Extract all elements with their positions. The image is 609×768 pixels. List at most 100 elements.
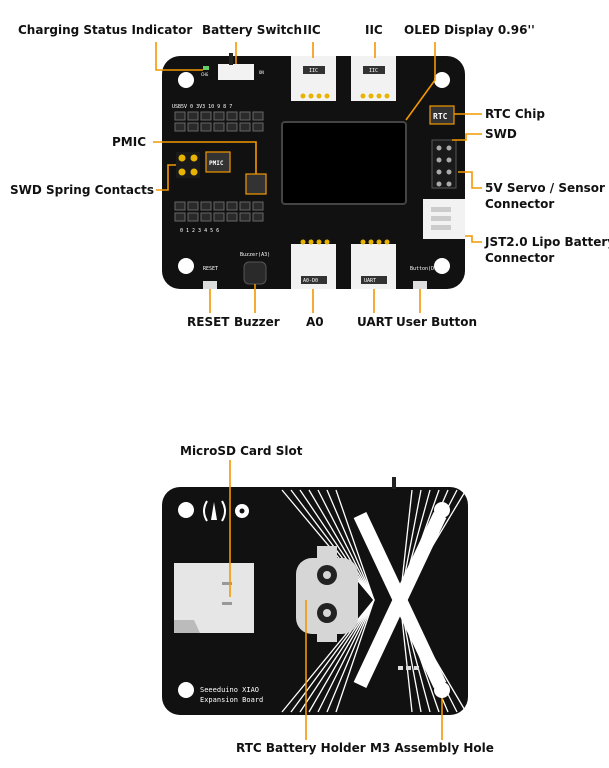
mount-hole-tr bbox=[434, 72, 450, 88]
header-pin bbox=[200, 212, 212, 222]
callout-uart: UART bbox=[357, 315, 393, 329]
header-pin bbox=[252, 201, 264, 211]
header-pin bbox=[213, 122, 225, 132]
bottom-leaders bbox=[229, 460, 443, 740]
swd-header bbox=[431, 139, 457, 189]
bottom-switch-lever bbox=[392, 477, 396, 489]
servo-connector bbox=[423, 199, 465, 239]
iic-connector-right: IIC bbox=[351, 56, 396, 101]
header-bottom-label: 0 1 2 3 4 5 6 bbox=[180, 228, 219, 234]
callout-servo: 5V Servo / Sensor bbox=[485, 181, 605, 195]
header-pin bbox=[174, 122, 186, 132]
seeed-logo-icon bbox=[203, 500, 226, 522]
header-pin bbox=[226, 201, 238, 211]
swd-spring-contacts bbox=[176, 152, 200, 178]
header-pin bbox=[226, 122, 238, 132]
buzzer-tag: Buzzer(A3) bbox=[240, 252, 270, 258]
board-name-line2: Expansion Board bbox=[200, 696, 263, 704]
top-leaders bbox=[153, 42, 482, 313]
header-pin bbox=[174, 111, 186, 121]
header-pin bbox=[187, 201, 199, 211]
a0-connector: A0-D0 bbox=[291, 239, 336, 289]
chg-label: CHG bbox=[201, 72, 209, 77]
callout-iic-right: IIC bbox=[365, 23, 383, 37]
header-pin bbox=[239, 212, 251, 222]
charging-led bbox=[203, 66, 209, 70]
pmic-inductor bbox=[245, 173, 267, 195]
button-tag: Button(D1) bbox=[410, 266, 440, 272]
header-pin bbox=[200, 122, 212, 132]
mount-hole-tl bbox=[178, 72, 194, 88]
header-top-label: USB5V 0 3V3 10 9 8 7 bbox=[172, 104, 232, 110]
pmic-chip bbox=[205, 151, 231, 173]
header-pin bbox=[200, 201, 212, 211]
iic-tag-left: IIC bbox=[309, 68, 318, 74]
callout-a0: A0 bbox=[306, 315, 324, 329]
header-pin bbox=[187, 122, 199, 132]
header-pin bbox=[252, 111, 264, 121]
iic-tag-right: IIC bbox=[369, 68, 378, 74]
callout-swd: SWD bbox=[485, 127, 517, 141]
header-pin bbox=[239, 111, 251, 121]
on-label: ON bbox=[259, 70, 264, 75]
pmic-tag: PMIC bbox=[209, 160, 224, 167]
x-trace-pattern bbox=[281, 489, 467, 713]
user-button[interactable] bbox=[413, 281, 427, 289]
callout-buzzer: Buzzer bbox=[234, 315, 280, 329]
uart-connector: UART bbox=[351, 239, 396, 289]
reset-tag: RESET bbox=[203, 266, 218, 272]
header-pins-bottom bbox=[174, 201, 264, 222]
callout-iic-left: IIC bbox=[303, 23, 321, 37]
a0-tag: A0-D0 bbox=[303, 278, 318, 284]
top-callouts: Charging Status Indicator Battery Switch… bbox=[10, 23, 609, 329]
header-pin bbox=[252, 122, 264, 132]
callout-jst: JST2.0 Lipo Battery bbox=[484, 235, 609, 249]
callout-jst-2: Connector bbox=[485, 251, 554, 265]
mount-hole-br bbox=[434, 258, 450, 274]
rtc-battery-holder bbox=[296, 546, 358, 642]
x-mark bbox=[353, 512, 447, 688]
battery-switch-lever bbox=[229, 53, 233, 65]
header-pin bbox=[226, 212, 238, 222]
header-pin bbox=[187, 111, 199, 121]
iic-connector-left: IIC bbox=[291, 56, 336, 101]
header-pin bbox=[174, 212, 186, 222]
header-pin bbox=[239, 201, 251, 211]
callout-rtc-chip: RTC Chip bbox=[485, 107, 545, 121]
board-name-line1: Seeeduino XIAO bbox=[200, 686, 259, 694]
header-pin bbox=[187, 212, 199, 222]
rtc-chip bbox=[429, 105, 455, 125]
callout-pmic: PMIC bbox=[112, 135, 146, 149]
callout-user-button: User Button bbox=[396, 315, 477, 329]
battery-switch[interactable] bbox=[218, 64, 254, 80]
header-pin bbox=[213, 111, 225, 121]
callout-oled: OLED Display 0.96'' bbox=[404, 23, 535, 37]
header-pin bbox=[252, 212, 264, 222]
mount-hole-bl bbox=[178, 258, 194, 274]
callout-reset: RESET bbox=[187, 315, 230, 329]
m3-assembly-hole bbox=[434, 682, 450, 698]
header-pin bbox=[213, 201, 225, 211]
bottom-hole-tl bbox=[178, 502, 194, 518]
header-pin bbox=[226, 111, 238, 121]
uart-tag: UART bbox=[364, 278, 376, 284]
top-board: CHG ON IIC IIC RTC bbox=[162, 53, 465, 289]
bottom-callouts: MicroSD Card Slot RTC Battery Holder M3 … bbox=[180, 444, 494, 755]
oled-display bbox=[281, 121, 407, 205]
reset-button[interactable] bbox=[203, 281, 217, 289]
callout-battery-switch: Battery Switch bbox=[202, 23, 302, 37]
header-pin bbox=[174, 201, 186, 211]
header-pin bbox=[239, 122, 251, 132]
buzzer bbox=[243, 261, 267, 285]
header-pin bbox=[213, 212, 225, 222]
callout-m3: M3 Assembly Hole bbox=[370, 741, 494, 755]
rtc-tag: RTC bbox=[433, 112, 448, 121]
header-pin bbox=[200, 111, 212, 121]
callout-rtc-battery: RTC Battery Holder bbox=[236, 741, 366, 755]
callout-servo-2: Connector bbox=[485, 197, 554, 211]
gear-icon bbox=[235, 504, 249, 518]
callout-swd-spring: SWD Spring Contacts bbox=[10, 183, 154, 197]
callout-charging: Charging Status Indicator bbox=[18, 23, 192, 37]
bottom-board: Seeeduino XIAO Expansion Board bbox=[162, 477, 468, 715]
header-pins-top bbox=[174, 111, 264, 132]
